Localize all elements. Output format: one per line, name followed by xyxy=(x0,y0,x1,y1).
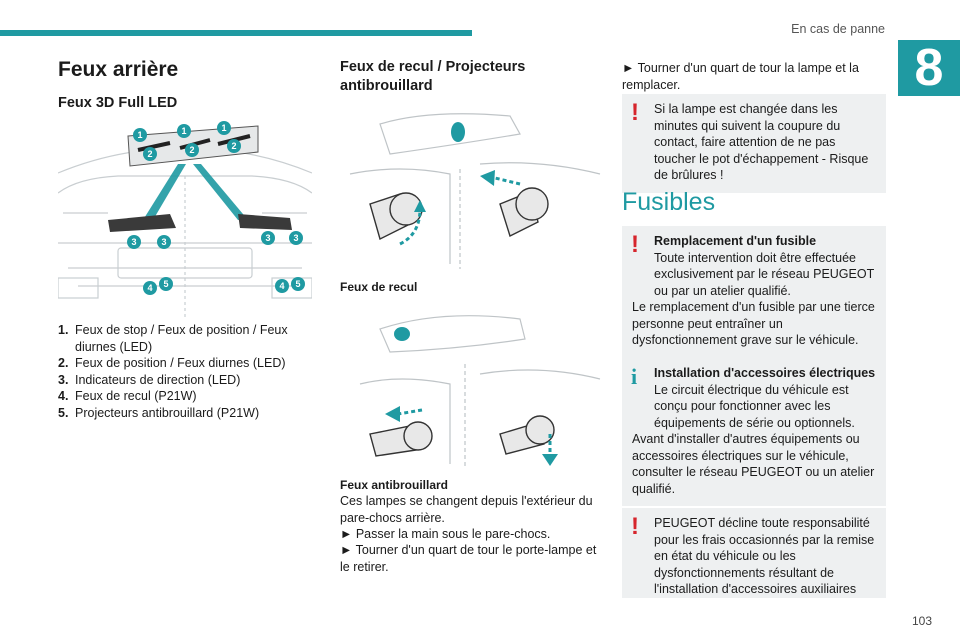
svg-text:4: 4 xyxy=(279,281,284,291)
legend-item: 5.Projecteurs antibrouillard (P21W) xyxy=(58,405,260,420)
rear-lights-illustration: 1 1 1 2 2 2 3 3 3 3 4 5 4 5 xyxy=(58,118,312,318)
paragraph-exterieur: Ces lampes se changent depuis l'extérieu… xyxy=(340,494,593,525)
warning-text-responsibility: PEUGEOT décline toute responsabilité pou… xyxy=(654,516,875,596)
svg-text:2: 2 xyxy=(231,141,236,151)
svg-text:1: 1 xyxy=(221,123,226,133)
svg-text:5: 5 xyxy=(295,279,300,289)
exclamation-icon: ! xyxy=(631,231,639,258)
callout-3: 3 xyxy=(289,231,303,245)
legend-list: 1.Feux de stop / Feux de position / Feux… xyxy=(58,322,310,421)
legend-item: 1.Feux de stop / Feux de position / Feux… xyxy=(58,323,288,354)
warning-title-fuse: Remplacement d'un fusible xyxy=(654,234,817,248)
callout-1: 1 xyxy=(177,124,191,138)
car-rear-outline xyxy=(58,147,312,318)
legend-item: 3.Indicateurs de direction (LED) xyxy=(58,372,241,387)
svg-text:2: 2 xyxy=(189,145,194,155)
callout-2: 2 xyxy=(227,139,241,153)
info-text-accessories-2: Avant d'installer d'autres équipements o… xyxy=(632,432,875,496)
callout-4: 4 xyxy=(275,279,289,293)
warning-text-burn: Si la lampe est changée dans les minutes… xyxy=(654,102,869,182)
svg-text:3: 3 xyxy=(265,233,270,243)
svg-text:3: 3 xyxy=(131,237,136,247)
header-accent-bar xyxy=(0,30,472,36)
svg-text:5: 5 xyxy=(163,279,168,289)
svg-text:3: 3 xyxy=(293,233,298,243)
header-section-title: En cas de panne xyxy=(791,22,885,36)
subsection-title-recul-antibrouillard: Feux de recul / Projecteurs antibrouilla… xyxy=(340,59,526,94)
legend-item: 2.Feux de position / Feux diurnes (LED) xyxy=(58,356,286,370)
step-tourner-porte-lampe: ► Tourner d'un quart de tour le porte-la… xyxy=(340,543,597,574)
svg-text:4: 4 xyxy=(147,283,152,293)
warning-box-responsibility: ! PEUGEOT décline toute responsabilité p… xyxy=(622,508,886,598)
fusibles-title: Fusibles xyxy=(622,188,716,216)
step-tourner-lampe: ► Tourner d'un quart de tour la lampe et… xyxy=(622,61,859,92)
svg-text:1: 1 xyxy=(181,126,186,136)
callout-1: 1 xyxy=(217,121,231,135)
warning-text-fuse-1: Toute intervention doit être effectuée e… xyxy=(654,250,875,298)
callout-4: 4 xyxy=(143,281,157,295)
callout-3: 3 xyxy=(261,231,275,245)
legend-item: 4.Feux de recul (P21W) xyxy=(58,389,197,403)
step-passer-main: ► Passer la main sous le pare-chocs. xyxy=(340,527,551,541)
svg-text:2: 2 xyxy=(147,149,152,159)
svg-text:3: 3 xyxy=(161,237,166,247)
exclamation-icon: ! xyxy=(631,99,639,126)
callout-5: 5 xyxy=(291,277,305,291)
warning-box-fuse: ! Remplacement d'un fusible Toute interv… xyxy=(622,226,886,358)
zoom-leader-lines xyxy=(143,164,248,220)
warning-box-burn: ! Si la lampe est changée dans les minut… xyxy=(622,94,886,193)
subsection-title-3d-led: Feux 3D Full LED xyxy=(58,95,178,111)
callout-5: 5 xyxy=(159,277,173,291)
svg-text:1: 1 xyxy=(137,130,142,140)
callout-3: 3 xyxy=(127,235,141,249)
info-box-accessories: i Installation d'accessoires électriques… xyxy=(622,358,886,506)
info-icon: i xyxy=(631,364,638,389)
info-title-accessories: Installation d'accessoires électriques xyxy=(654,366,876,380)
caption-feux-antibrouillard: Feux antibrouillard xyxy=(340,478,449,492)
callout-1: 1 xyxy=(133,128,147,142)
section-title: Feux arrière xyxy=(58,58,179,81)
fog-lamp-illustration xyxy=(340,304,602,472)
warning-text-fuse-2: Le remplacement d'un fusible par une tie… xyxy=(632,300,875,347)
callout-2: 2 xyxy=(143,147,157,161)
callout-2: 2 xyxy=(185,143,199,157)
info-text-accessories-1: Le circuit électrique du véhicule est co… xyxy=(654,382,855,430)
reversing-lamp-illustration xyxy=(340,104,602,274)
page-number: 103 xyxy=(911,614,932,628)
exclamation-icon: ! xyxy=(631,513,639,540)
chapter-tab: 8 xyxy=(898,40,960,96)
caption-feux-recul: Feux de recul xyxy=(340,280,418,294)
callout-3: 3 xyxy=(157,235,171,249)
rear-lamp-units xyxy=(108,214,292,232)
